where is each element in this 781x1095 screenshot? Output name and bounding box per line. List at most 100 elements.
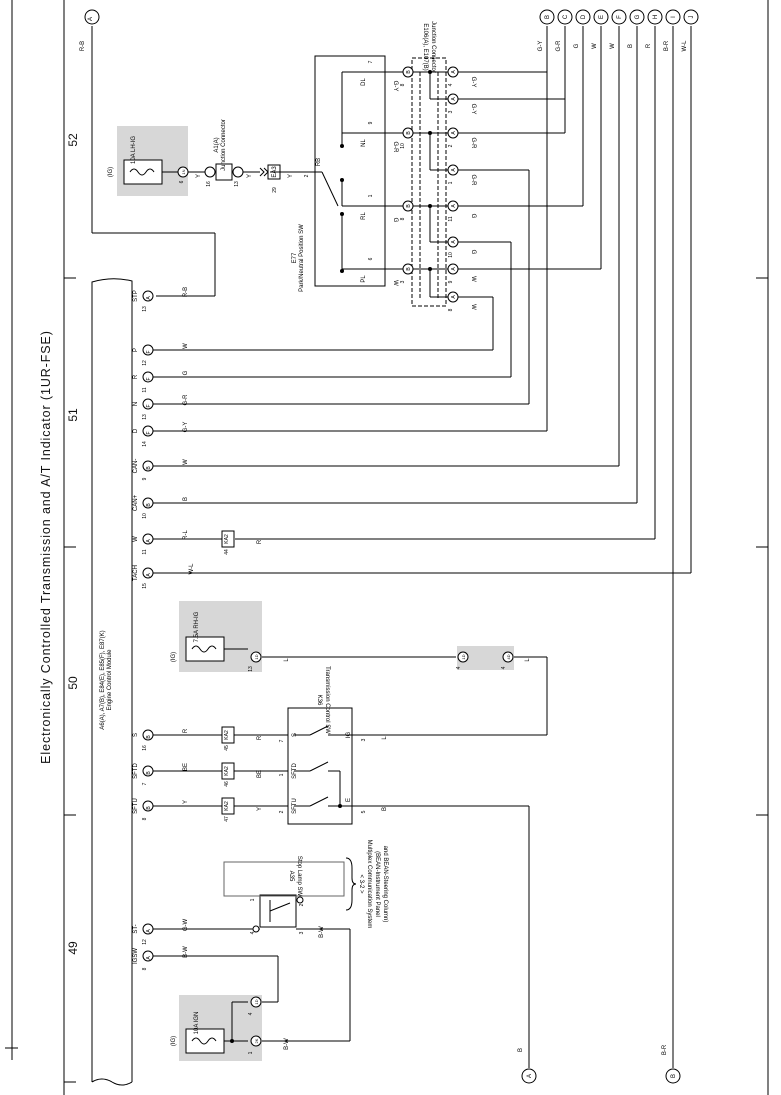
je-left-pin-2: 8 xyxy=(400,217,406,220)
je-right-wire-1: G-Y xyxy=(470,104,476,115)
je-right-pin-0: 4 xyxy=(448,83,454,86)
fuse-rh-ig: (IG) xyxy=(171,652,177,662)
je-right-pin-4: 11 xyxy=(448,216,454,221)
ka2-wire-3: Y xyxy=(257,807,263,811)
ecm-pin-num-6: 10 xyxy=(142,513,148,519)
ecm-pin-conn-11: B xyxy=(146,806,152,810)
stop-sw-pin-0: 4 xyxy=(250,931,256,934)
fuse-ign-ig: (IG) xyxy=(171,1036,177,1046)
conn-4d-pin-1: 4 xyxy=(501,666,507,669)
ecm-pin-conn-4: F xyxy=(146,431,152,434)
conn-4d-left: 1D xyxy=(461,654,466,659)
ecm-pin-wire-0: R-B xyxy=(183,287,189,297)
ka2-pin-2: 46 xyxy=(224,781,230,787)
ecm-pin-wire-10: BE xyxy=(183,763,189,771)
je-left-pin-0: 8 xyxy=(400,83,406,86)
ecm-pin-conn-12: A xyxy=(146,929,152,933)
ref-top-wire-7: B-R xyxy=(664,40,670,51)
trans-sw-term-1: SFTD xyxy=(292,763,298,779)
ecm-code: A6(A), A7(B), E84(E), E85(F), E87(K) xyxy=(100,630,106,729)
ref-top-letter-1: C xyxy=(563,14,569,19)
je-right-conn-1: A xyxy=(451,97,457,101)
ref-top-wire-1: G-R xyxy=(556,40,562,52)
je-left-conn-0: B xyxy=(406,70,412,74)
ref-top-wire-4: W xyxy=(610,43,616,49)
a1-wire: Y xyxy=(247,174,253,178)
trans-sw-pin-3: 3 xyxy=(361,738,367,741)
trans-sw-pin-0: 7 xyxy=(279,739,285,742)
pn-switch-name: Park/Neutral Position SW xyxy=(299,224,305,292)
ecm-pin-num-1: 12 xyxy=(142,360,148,366)
ecm-pin-name-4: D xyxy=(133,428,139,433)
pn-switch-code: E77 xyxy=(292,252,298,263)
pn-term-name-0: DL xyxy=(361,78,367,86)
ref-top-wire-5: B xyxy=(628,44,634,48)
ea3-label: EA3 xyxy=(272,166,278,178)
stop-sw-pin-1: 3 xyxy=(299,931,305,934)
ecm-pin-wire-5: W xyxy=(183,459,189,465)
ref-top-letter-0: B xyxy=(545,15,551,19)
ref-a-wire: R-B xyxy=(80,41,86,51)
ecm-pin-wire-13: B-W xyxy=(183,946,189,958)
ecm-pin-wire-6: B xyxy=(183,497,189,501)
ka2-label-1: KA2 xyxy=(224,730,230,740)
pn-term-pin-3: 6 xyxy=(368,257,374,260)
ka2-wire-2: BE xyxy=(257,770,263,778)
fuse-lh-pin: 6 xyxy=(179,180,185,183)
ecm-pin-wire-4: G-Y xyxy=(183,422,189,433)
je-left-pin-3: 3 xyxy=(400,280,406,283)
je-right-wire-3: G-R xyxy=(470,175,476,187)
je-left-wire-0: G-Y xyxy=(392,81,398,92)
ecm-pin-wire-7: R-L xyxy=(183,530,189,540)
trans-sw-term-e: E xyxy=(346,798,352,802)
a1-pin-1: 13 xyxy=(234,181,240,187)
ecm-pin-name-3: N xyxy=(133,402,139,406)
stop-sw-pin-3: 2 xyxy=(299,903,305,906)
ecm-pin-conn-3: F xyxy=(146,404,152,407)
je-right-conn-3: A xyxy=(451,168,457,172)
conn-4d-right: 4D xyxy=(506,654,511,659)
ecm-pin-num-2: 11 xyxy=(142,387,148,392)
junction-e-code: E106(A), E107(B) xyxy=(422,23,428,70)
je-right-conn-2: A xyxy=(451,131,457,135)
ecm-pin-wire-1: W xyxy=(183,343,189,349)
trans-sw-term-0: S xyxy=(292,733,298,737)
ecm-pin-wire-3: G-R xyxy=(183,394,189,406)
multiplex-text-2: (BEAN-Instrument Panel xyxy=(374,851,380,917)
je-left-conn-3: B xyxy=(406,267,412,271)
fuse-lh-ig: (IG) xyxy=(108,167,114,177)
je-right-pin-2: 2 xyxy=(448,144,454,147)
je-right-conn-7: A xyxy=(451,295,457,299)
trans-sw-term-2: SFTU xyxy=(292,798,298,814)
je-right-pin-7: 8 xyxy=(448,308,454,311)
fuse-ign-conn-0: 1D xyxy=(254,999,259,1004)
fuse-rh-wire: L xyxy=(284,658,290,662)
ecm-pin-num-5: 9 xyxy=(142,477,148,480)
ref-top-wire-8: W-L xyxy=(682,40,688,52)
ecm-pin-num-7: 11 xyxy=(142,549,148,554)
pn-term-pin-1: 9 xyxy=(368,121,374,124)
fuse-ign-wire: B-W xyxy=(284,1038,290,1050)
ref-bottom-letter-0: A xyxy=(527,1074,533,1078)
ka2-label-2: KA2 xyxy=(224,766,230,776)
stop-sw-name: Stop Lamp SW xyxy=(296,856,302,897)
ref-top-letter-7: I xyxy=(671,16,677,18)
ecm-pin-num-8: 15 xyxy=(142,583,148,589)
ecm-pin-num-10: 7 xyxy=(142,782,148,785)
ref-a-top xyxy=(84,9,100,25)
ecm-pin-name-12: ST- xyxy=(133,924,139,933)
ref-top-letter-2: D xyxy=(581,14,587,19)
stop-sw-pin-2: 1 xyxy=(250,898,256,901)
ecm-pin-wire-2: G xyxy=(183,370,189,375)
trans-sw-wire-1: B xyxy=(382,807,388,811)
stop-sw-wire: B-W xyxy=(319,926,325,938)
ecm-pin-wire-12: G-W xyxy=(183,918,189,931)
ecm-pin-wire-11: Y xyxy=(183,800,189,804)
je-left-pin-1: 10 xyxy=(400,143,406,149)
je-right-conn-5: A xyxy=(451,240,457,244)
ka2-pin-1: 45 xyxy=(224,745,230,751)
ecm-pin-name-11: SFTU xyxy=(133,798,139,814)
ecm-pin-num-12: 12 xyxy=(142,939,148,945)
conn-4d-wire: L xyxy=(525,658,531,662)
je-right-wire-6: W xyxy=(470,276,476,282)
